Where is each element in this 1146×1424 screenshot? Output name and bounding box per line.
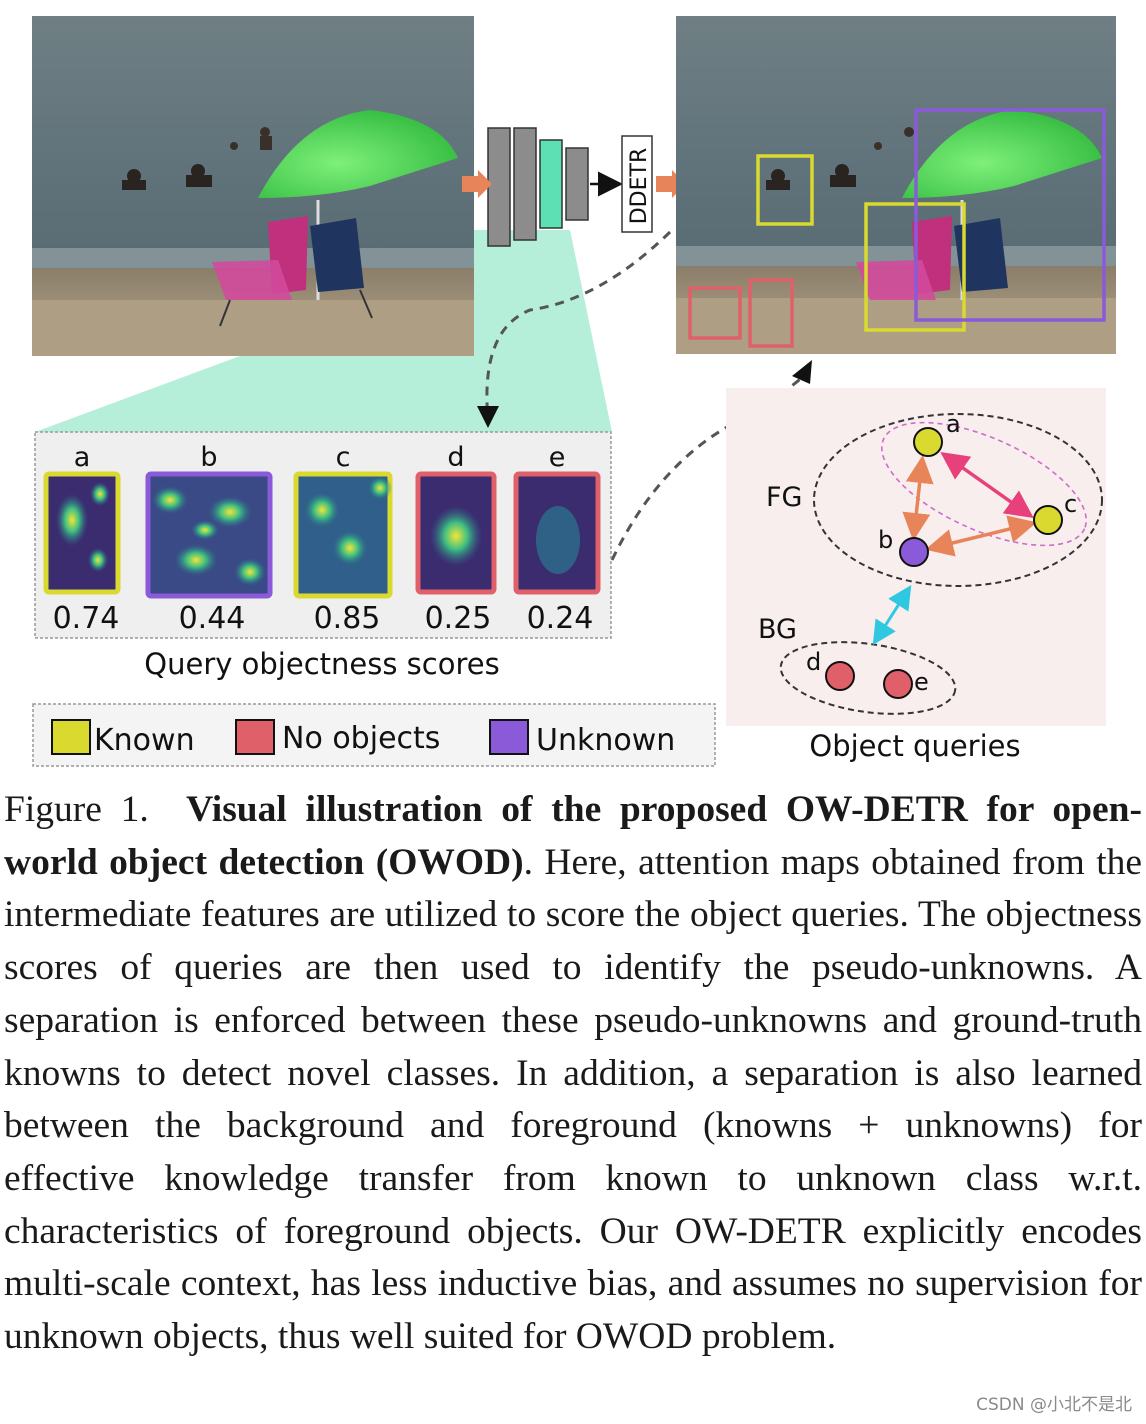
orange-arrow-b-c xyxy=(925,515,1037,557)
figure-caption: Figure 1. Visual illustration of the pro… xyxy=(4,784,1142,1364)
bg-label: BG xyxy=(758,614,797,645)
backbone-blocks xyxy=(487,127,589,247)
node-label-e: e xyxy=(914,668,929,696)
score-a: 0.74 xyxy=(53,601,120,636)
node-label-a: a xyxy=(946,410,961,438)
queries-title: Object queries xyxy=(809,729,1020,763)
legend-swatch-unknown xyxy=(489,719,529,755)
unknown-box-umbrella xyxy=(914,108,1106,322)
no-object-box-d xyxy=(688,286,742,340)
score-b: 0.44 xyxy=(179,601,246,636)
input-arrow xyxy=(462,170,492,198)
caption-title: Visual illustration of the proposed OW-D… xyxy=(4,789,1142,883)
known-box-person xyxy=(756,154,814,226)
query-thumbnails xyxy=(43,471,601,599)
orange-arrow-a-b xyxy=(902,455,934,541)
query-letter-b: b xyxy=(200,442,217,473)
dashed-arrow-to-scores xyxy=(485,230,672,421)
output-photo xyxy=(676,16,1116,354)
node-label-d: d xyxy=(806,648,821,676)
score-e: 0.24 xyxy=(527,601,594,636)
query-a xyxy=(43,471,121,595)
figure: DDETR xyxy=(32,16,1116,767)
pink-arrow-a-c xyxy=(940,451,1034,519)
legend-label-unknown: Unknown xyxy=(536,723,675,758)
query-letter-d: d xyxy=(447,442,464,473)
input-photo xyxy=(32,16,474,356)
query-node-a xyxy=(913,427,943,457)
query-node-c xyxy=(1033,505,1063,535)
figure-graphic: DDETR xyxy=(32,16,1116,767)
cyan-arrow-fg-bg xyxy=(872,584,912,646)
fg-label: FG xyxy=(766,482,802,513)
caption-body: . Here, attention maps obtained from the… xyxy=(4,841,1143,1358)
query-letter-e: e xyxy=(549,442,566,473)
legend: Known No objects Unknown xyxy=(32,703,716,767)
query-d xyxy=(415,471,497,595)
node-label-c: c xyxy=(1064,490,1077,518)
attention-region xyxy=(35,230,612,432)
query-b xyxy=(145,471,273,599)
query-c xyxy=(293,471,393,599)
legend-swatch-known xyxy=(51,719,91,755)
query-node-b xyxy=(899,537,929,567)
ddetr-label: DDETR xyxy=(627,148,652,225)
scores-title: Query objectness scores xyxy=(144,647,499,681)
legend-label-no-objects: No objects xyxy=(282,721,440,756)
object-queries-panel: a b c d e FG BG Object queries xyxy=(726,388,1106,763)
query-letter-c: c xyxy=(336,442,351,473)
legend-swatch-no-objects xyxy=(235,719,275,755)
watermark: CSDN @小北不是北 xyxy=(976,1395,1132,1415)
node-label-b: b xyxy=(878,526,893,554)
query-node-d xyxy=(825,661,855,691)
score-c: 0.85 xyxy=(314,601,381,636)
legend-label-known: Known xyxy=(94,723,195,758)
fg-cluster xyxy=(813,413,1103,587)
ddetr-box xyxy=(621,135,653,233)
query-e xyxy=(513,471,601,595)
score-d: 0.25 xyxy=(425,601,492,636)
dashed-arrow-to-output xyxy=(610,370,810,561)
bg-cluster xyxy=(779,641,957,715)
query-node-e xyxy=(883,669,913,699)
no-object-box-e xyxy=(748,278,794,348)
query-letter-a: a xyxy=(74,442,91,473)
caption-prefix: Figure 1. xyxy=(4,789,149,830)
